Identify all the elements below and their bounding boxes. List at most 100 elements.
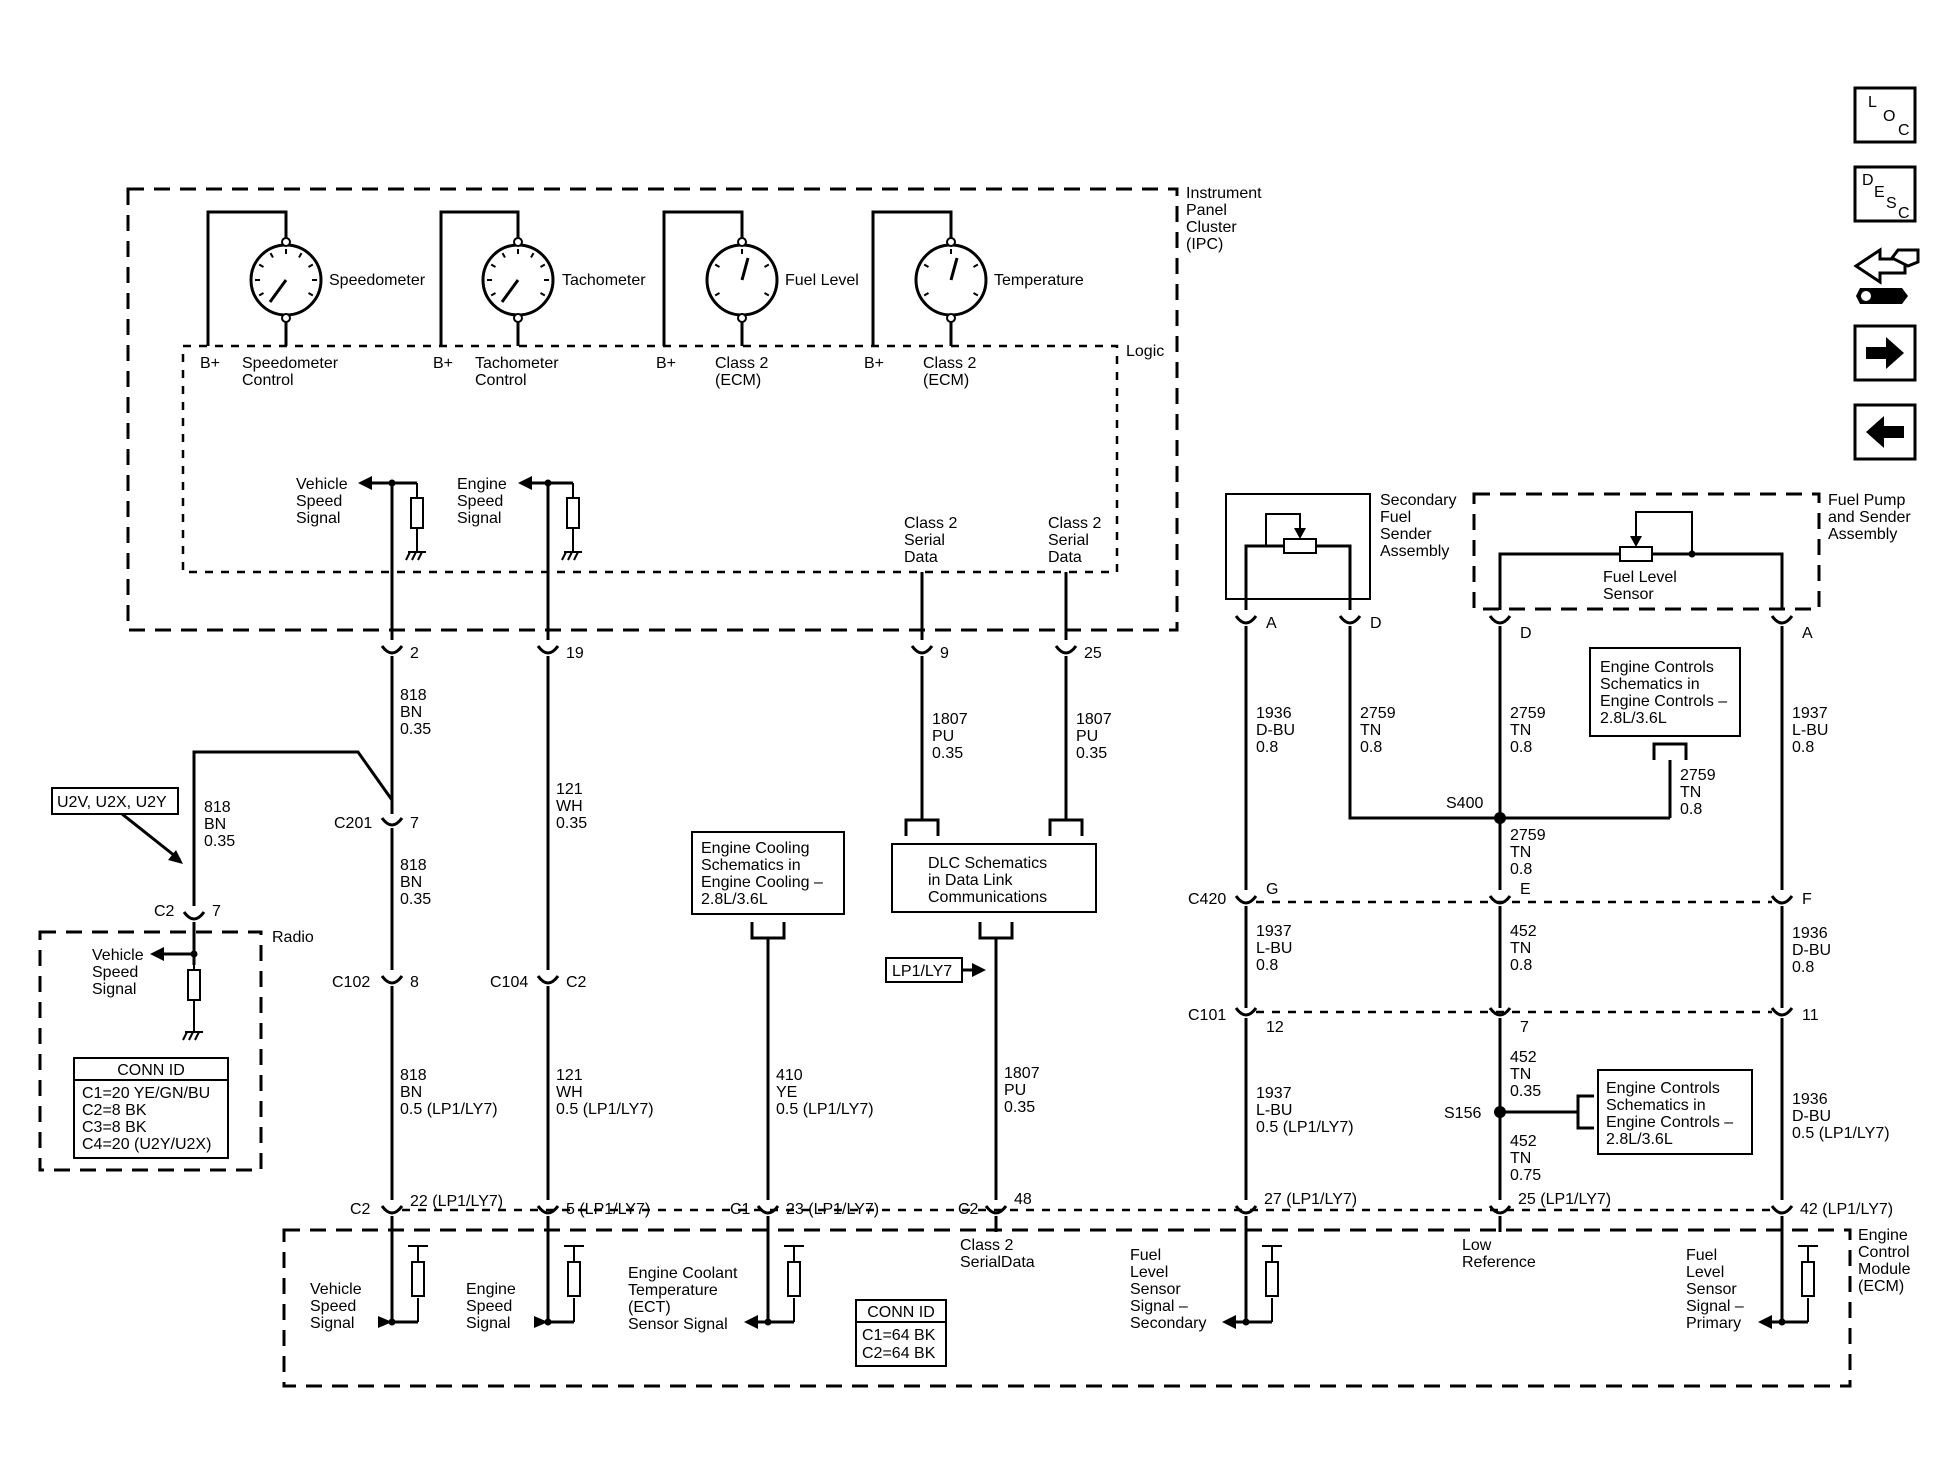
logic-label: Logic bbox=[1126, 343, 1164, 360]
pin-label: D bbox=[1370, 615, 1382, 632]
tachometer-gauge: Tachometer B+ Tachometer Control bbox=[433, 210, 646, 389]
gauge-tick bbox=[540, 292, 546, 297]
connector-ipc-2 bbox=[380, 645, 404, 655]
gauge-tick bbox=[308, 292, 314, 297]
wire-label-818: 818 BN 0.5 (LP1/LY7) bbox=[400, 1067, 498, 1118]
conn-id-row: C4=20 (U2Y/U2X) bbox=[82, 1136, 211, 1153]
dlc-reference[interactable]: DLC Schematics in Data Link Communicatio… bbox=[891, 843, 1097, 913]
pin-label: D bbox=[1520, 625, 1532, 642]
engine-controls-reference-2[interactable]: Engine Controls Schematics in Engine Con… bbox=[1597, 1069, 1753, 1155]
connector-c101-12 bbox=[1234, 1007, 1258, 1017]
desc-letter: D bbox=[1862, 172, 1874, 189]
connector-pump-a bbox=[1770, 615, 1794, 625]
pin-label: 9 bbox=[940, 645, 949, 662]
pin-label: 2 bbox=[410, 645, 419, 662]
speedometer-label: Speedometer bbox=[329, 272, 426, 289]
wire-label-452: 452 TN 0.35 bbox=[1510, 1049, 1541, 1100]
gauge-tick bbox=[530, 252, 535, 258]
conn-id-row: C1=20 YE/GN/BU bbox=[82, 1085, 210, 1102]
gauge-tick bbox=[764, 263, 770, 268]
pin-label: E bbox=[1520, 881, 1531, 898]
splice-label: S156 bbox=[1444, 1105, 1481, 1122]
connector-c101-11 bbox=[1770, 1007, 1794, 1017]
ecm-module: Engine Control Module (ECM) Vehicle Spee… bbox=[282, 1216, 1911, 1388]
connector-name: C104 bbox=[490, 974, 528, 991]
class2-b-label: Class 2 Serial Data bbox=[1048, 515, 1106, 566]
gauge-tick bbox=[490, 292, 496, 297]
engine-controls-reference-1[interactable]: Engine Controls Schematics in Engine Con… bbox=[1589, 647, 1741, 737]
pin-label: 11 bbox=[1802, 1007, 1819, 1024]
bplus-label: B+ bbox=[200, 355, 220, 372]
wire-label-2759: 2759 TN 0.8 bbox=[1360, 705, 1400, 756]
next-page-icon[interactable] bbox=[1853, 324, 1917, 382]
secondary-fuel-sender: Secondary Fuel Sender Assembly A D bbox=[1225, 492, 1461, 632]
pin-label: 5 (LP1/LY7) bbox=[566, 1201, 650, 1218]
bplus-label: B+ bbox=[656, 355, 676, 372]
wire-label-1807: 1807 PU 0.35 bbox=[1004, 1065, 1044, 1116]
connector-c420-g bbox=[1234, 895, 1258, 905]
wire-label-121: 121 WH 0.5 (LP1/LY7) bbox=[556, 1067, 654, 1118]
wire-label-818: 818 BN 0.35 bbox=[204, 799, 235, 850]
connector-name: C2 bbox=[154, 903, 175, 920]
pin-label: 27 (LP1/LY7) bbox=[1264, 1191, 1357, 1208]
wire-label-1807: 1807 PU 0.35 bbox=[1076, 711, 1116, 762]
fuel-level-sensor-label: Fuel Level Sensor bbox=[1603, 569, 1681, 603]
gauge-tick bbox=[269, 252, 274, 258]
gauge-tick bbox=[923, 263, 929, 268]
dlc-ref-label: DLC Schematics in Data Link Communicatio… bbox=[928, 855, 1052, 906]
wire-label-121: 121 WH 0.35 bbox=[556, 781, 587, 832]
ec-ref-label: Engine Controls Schematics in Engine Con… bbox=[1600, 659, 1732, 727]
ecm-connector-row: C2 22 (LP1/LY7) 5 (LP1/LY7) C1 23 (LP1/L… bbox=[350, 1191, 1893, 1218]
arrow-right-icon bbox=[534, 1316, 548, 1328]
tachometer-control-label: Tachometer Control bbox=[475, 355, 563, 389]
gauge-tick bbox=[258, 263, 264, 268]
gauge-tick bbox=[973, 292, 979, 297]
ecm-fls-secondary-label: Fuel Level Sensor Signal – Secondary bbox=[1130, 1247, 1207, 1332]
harness-connector-icon[interactable] bbox=[1853, 247, 1920, 304]
connector-c104 bbox=[536, 975, 560, 985]
connector-name: C2 bbox=[350, 1201, 371, 1218]
wire-label-818: 818 BN 0.35 bbox=[400, 687, 431, 738]
connector-name: C420 bbox=[1188, 891, 1226, 908]
pin-label: F bbox=[1802, 891, 1812, 908]
temperature-label: Temperature bbox=[994, 272, 1084, 289]
connector-ecm-5 bbox=[536, 1205, 560, 1215]
engine-cooling-reference[interactable]: Engine Cooling Schematics in Engine Cool… bbox=[691, 831, 874, 1200]
variable-resistor-icon bbox=[1619, 546, 1653, 562]
fuel-pump-boundary bbox=[1472, 492, 1821, 611]
gauge-tick bbox=[258, 292, 264, 297]
wire-label-2759: 2759 TN 0.8 bbox=[1510, 705, 1550, 756]
fuel-level-gauge: Fuel Level B+ Class 2 (ECM) bbox=[656, 210, 859, 389]
ecm-fls-primary-label: Fuel Level Sensor Signal – Primary bbox=[1686, 1247, 1748, 1332]
description-button[interactable]: D E S C bbox=[1853, 165, 1917, 223]
ecm-conn-id-table: CONN ID C1=64 BK C2=64 BK bbox=[855, 1299, 947, 1367]
arrow-down-icon bbox=[1294, 528, 1306, 539]
ipc-logic-boundary bbox=[181, 344, 1119, 574]
resistor-icon bbox=[1265, 1261, 1279, 1297]
secondary-sender-label: Secondary Fuel Sender Assembly bbox=[1380, 492, 1461, 560]
desc-letter: S bbox=[1886, 195, 1897, 212]
arrow-icon bbox=[168, 850, 183, 864]
resistor-icon bbox=[566, 497, 580, 529]
previous-page-icon[interactable] bbox=[1853, 403, 1917, 461]
location-button[interactable]: L O C bbox=[1853, 86, 1917, 144]
desc-letter: C bbox=[1898, 205, 1910, 222]
wire-label-410: 410 YE 0.5 (LP1/LY7) bbox=[776, 1067, 874, 1118]
loc-letter: L bbox=[1868, 94, 1877, 111]
resistor-icon bbox=[410, 497, 424, 529]
conn-id-title: CONN ID bbox=[117, 1062, 185, 1079]
conn-id-row: C2=8 BK bbox=[82, 1102, 147, 1119]
class2-a-label: Class 2 Serial Data bbox=[904, 515, 962, 566]
speedometer-control-label: Speedometer Control bbox=[242, 355, 343, 389]
connector-name: C101 bbox=[1188, 1007, 1226, 1024]
ecm-boundary bbox=[282, 1228, 1852, 1388]
radio-conn-id-table: CONN ID C1=20 YE/GN/BU C2=8 BK C3=8 BK C… bbox=[73, 1057, 229, 1159]
gauge-tick bbox=[490, 263, 496, 268]
bplus-label: B+ bbox=[433, 355, 453, 372]
connector-ipc-19 bbox=[536, 645, 560, 655]
pin-label: 19 bbox=[566, 645, 584, 662]
resistor-icon bbox=[567, 1261, 581, 1297]
resistor-icon bbox=[411, 1261, 425, 1297]
arrow-down-icon bbox=[1630, 536, 1642, 547]
